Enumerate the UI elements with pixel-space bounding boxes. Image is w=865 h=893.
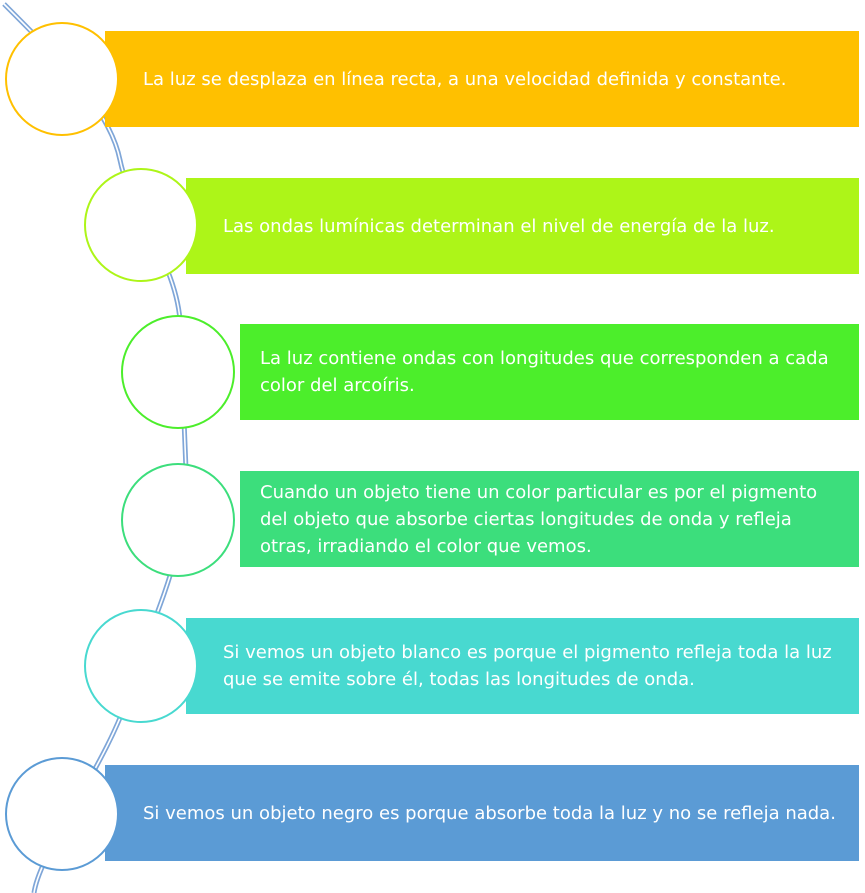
- list-item-circle: [121, 463, 235, 577]
- list-item-text: La luz se desplaza en línea recta, a una…: [143, 68, 787, 90]
- list-item-circle: [84, 168, 198, 282]
- list-item-bar: La luz contiene ondas con longitudes que…: [240, 324, 859, 420]
- list-item-circle: [121, 315, 235, 429]
- list-item-circle: [84, 609, 198, 723]
- list-item-text: Las ondas lumínicas determinan el nivel …: [223, 215, 775, 237]
- list-item-text: Cuando un objeto tiene un color particul…: [260, 481, 818, 557]
- list-item-bar: Si vemos un objeto blanco es porque el p…: [186, 618, 859, 714]
- list-item-bar: Las ondas lumínicas determinan el nivel …: [186, 178, 859, 274]
- list-item-text: Si vemos un objeto negro es porque absor…: [143, 802, 836, 824]
- list-item-bar: Cuando un objeto tiene un color particul…: [240, 471, 859, 567]
- list-item-circle: [5, 757, 119, 871]
- list-item-text: Si vemos un objeto blanco es porque el p…: [223, 642, 832, 690]
- list-item-bar: Si vemos un objeto negro es porque absor…: [105, 765, 859, 861]
- list-item-circle: [5, 22, 119, 136]
- list-item-text: La luz contiene ondas con longitudes que…: [260, 348, 829, 396]
- list-item-bar: La luz se desplaza en línea recta, a una…: [105, 31, 859, 127]
